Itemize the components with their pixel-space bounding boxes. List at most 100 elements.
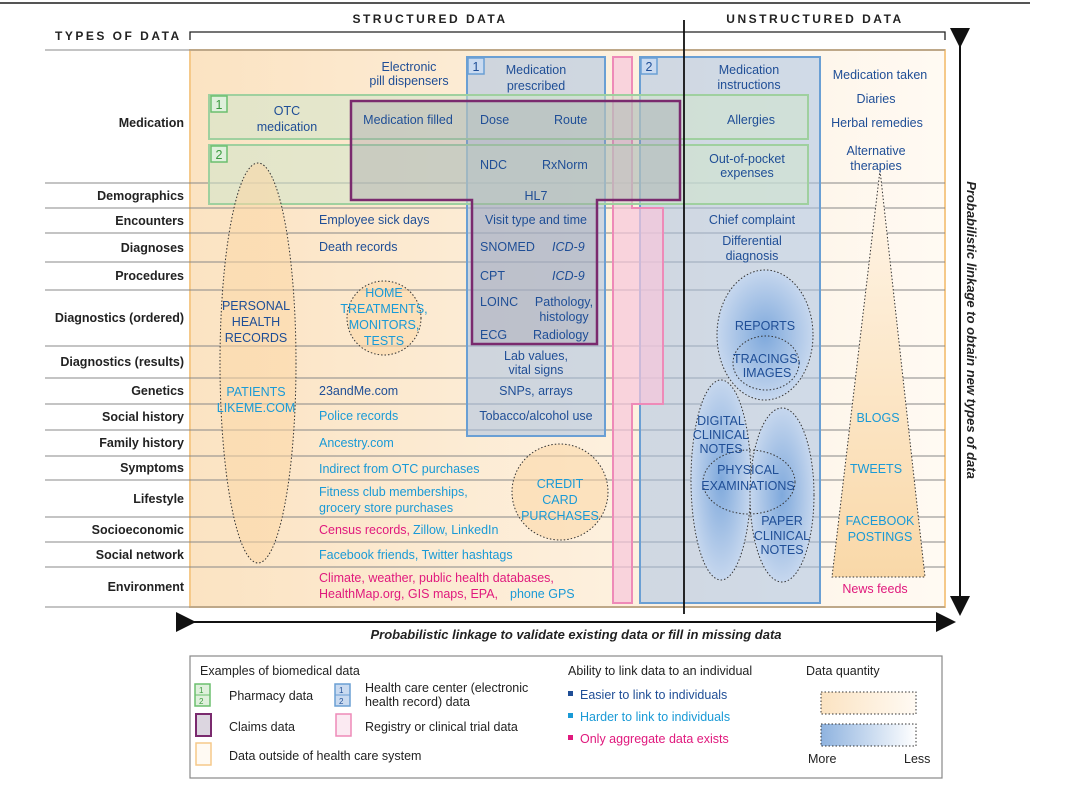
ehr-labels: Medication prescribed Dose Route NDC RxN… xyxy=(479,63,593,423)
horizontal-axis-label: Probabilistic linkage to validate existi… xyxy=(370,627,781,642)
row-label: Procedures xyxy=(115,269,184,283)
row-label: Family history xyxy=(99,436,184,450)
label: TWEETS xyxy=(850,462,902,476)
label: phone GPS xyxy=(510,587,575,601)
swatch-number: 1 xyxy=(339,686,344,695)
label: Visit type and time xyxy=(485,213,587,227)
swatch-number: 2 xyxy=(339,697,344,706)
label: Fitness club memberships, xyxy=(319,485,468,499)
label: histology xyxy=(539,310,589,324)
label: HEALTH xyxy=(232,315,280,329)
label: Climate, weather, public health database… xyxy=(319,571,554,585)
label: Census records, xyxy=(319,523,410,537)
row-label: Medication xyxy=(119,116,184,130)
tracings-ellipse xyxy=(732,335,800,391)
label: Out-of-pocket xyxy=(709,152,785,166)
legend-title-quantity: Data quantity xyxy=(806,664,880,678)
label: REPORTS xyxy=(735,319,795,333)
label: HealthMap.org, GIS maps, EPA, xyxy=(319,587,498,601)
legend-pharmacy: Pharmacy data xyxy=(229,689,313,703)
label: HOME xyxy=(365,286,403,300)
label: Chief complaint xyxy=(709,213,796,227)
label: MONITORS, xyxy=(349,318,420,332)
pharmacy-box-1 xyxy=(208,94,809,140)
row-label: Diagnoses xyxy=(121,241,184,255)
label: ICD-9 xyxy=(552,269,585,283)
outside-data-labels: Electronic pill dispensers OTC medicatio… xyxy=(217,60,599,601)
label: instructions xyxy=(717,78,780,92)
label: Medication taken xyxy=(833,68,928,82)
ehr-box-1-number: 1 xyxy=(473,60,480,74)
label: POSTINGS xyxy=(848,530,913,544)
label: EXAMINATIONS xyxy=(701,479,795,493)
label: Indirect from OTC purchases xyxy=(319,462,479,476)
label: News feeds xyxy=(842,582,907,596)
registry-swatch xyxy=(335,713,352,737)
unstructured-header: UNSTRUCTURED DATA xyxy=(726,12,903,26)
label: Dose xyxy=(480,113,509,127)
row-label: Diagnostics (results) xyxy=(60,355,184,369)
label: pill dispensers xyxy=(369,74,448,88)
label: SNOMED xyxy=(480,240,535,254)
label: Pathology, xyxy=(535,295,593,309)
label: Allergies xyxy=(727,113,775,127)
harder-bullet xyxy=(568,713,573,718)
label: PERSONAL xyxy=(222,299,290,313)
label: ICD-9 xyxy=(552,240,585,254)
pharmacy-box-1-number: 1 xyxy=(216,98,223,112)
label: Differential xyxy=(722,234,782,248)
row-label: Diagnostics (ordered) xyxy=(55,311,184,325)
label: Radiology xyxy=(533,328,589,342)
legend-harder: Harder to link to individuals xyxy=(580,710,730,724)
label: therapies xyxy=(850,159,901,173)
physical-exam-ellipse xyxy=(702,449,796,515)
label: Employee sick days xyxy=(319,213,429,227)
label: NDC xyxy=(480,158,507,172)
row-label: Lifestyle xyxy=(133,492,184,506)
quantity-blue-gradient xyxy=(820,723,917,747)
label: expenses xyxy=(720,166,774,180)
credit-circle xyxy=(511,443,609,541)
label: Electronic xyxy=(382,60,437,74)
label: ECG xyxy=(480,328,507,342)
label: PURCHASES xyxy=(521,509,599,523)
aggregate-bullet xyxy=(568,735,573,740)
label: RxNorm xyxy=(542,158,588,172)
label: CREDIT xyxy=(537,477,584,491)
legend-claims: Claims data xyxy=(229,720,295,734)
legend-title-linkability: Ability to link data to an individual xyxy=(568,664,752,678)
label: Ancestry.com xyxy=(319,436,394,450)
row-label: Encounters xyxy=(115,214,184,228)
label: RECORDS xyxy=(225,331,288,345)
header-brackets xyxy=(189,31,946,40)
paper-notes-ellipse xyxy=(749,407,815,583)
label: grocery store purchases xyxy=(319,501,453,515)
label: TESTS xyxy=(364,334,404,348)
label: Zillow, LinkedIn xyxy=(413,523,499,537)
label: PAPER xyxy=(761,514,802,528)
row-label: Socioeconomic xyxy=(92,523,184,537)
legend-outside: Data outside of health care system xyxy=(229,749,421,763)
ehr-box-2-badge xyxy=(640,57,658,75)
medication-filled-label: Medication filled xyxy=(363,113,453,127)
label: CPT xyxy=(480,269,505,283)
row-label: Social history xyxy=(102,410,184,424)
label: NOTES xyxy=(760,543,803,557)
label: PHYSICAL xyxy=(717,463,779,477)
label: SNPs, arrays xyxy=(499,384,573,398)
label: Lab values, xyxy=(504,349,568,363)
vertical-axis-label: Probabilistic linkage to obtain new type… xyxy=(964,181,979,479)
claims-swatch xyxy=(195,713,212,737)
label: Medication xyxy=(719,63,779,77)
label: CARD xyxy=(542,493,577,507)
row-label: Genetics xyxy=(131,384,184,398)
label: Death records xyxy=(319,240,398,254)
label: HL7 xyxy=(525,189,548,203)
label: IMAGES xyxy=(743,366,792,380)
label: NOTES xyxy=(699,442,742,456)
label: Route xyxy=(554,113,587,127)
label: medication xyxy=(257,120,317,134)
legend-box xyxy=(189,655,943,779)
legend-ehr: Health care center (electronic xyxy=(365,681,528,695)
